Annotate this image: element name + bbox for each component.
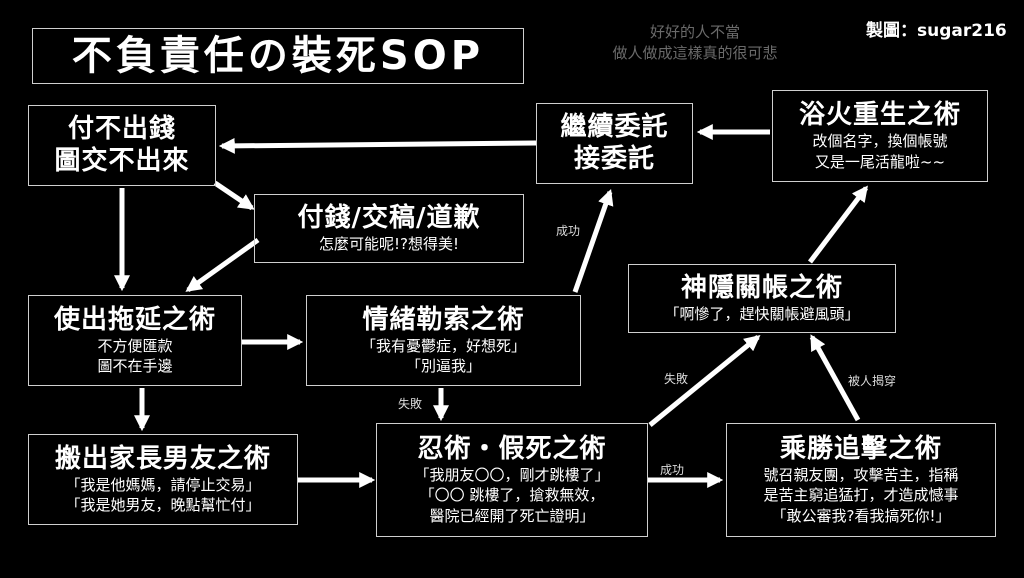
box-continue-title: 繼續委託	[560, 112, 669, 143]
box-delay: 使出拖延之術 不方便匯款 圖不在手邊	[28, 295, 242, 386]
box-continue-title: 接委託	[573, 143, 655, 174]
arrow-apology-to-delay	[185, 237, 260, 293]
box-rebirth-sub: 又是一尾活龍啦~~	[814, 152, 946, 171]
box-continue: 繼續委託 接委託	[536, 103, 693, 184]
box-apology: 付錢/交稿/道歉 怎麼可能呢!?想得美!	[254, 194, 524, 263]
label-success-fakedeath: 成功	[660, 463, 685, 477]
box-fakedeath-title: 忍術・假死之術	[417, 434, 607, 465]
box-chase-title: 乘勝追擊之術	[779, 434, 942, 465]
box-delay-sub: 圖不在手邊	[97, 357, 173, 376]
box-chase-sub: 是苦主窮追猛打，才造成憾事	[763, 486, 959, 505]
box-pay: 付不出錢 圖交不出來	[28, 105, 216, 186]
arrow-chase-to-hide	[809, 334, 861, 422]
box-chase-sub: 號召親友團，攻擊苦主，指稱	[763, 466, 959, 485]
label-success-extort: 成功	[556, 224, 581, 238]
box-delay-title: 使出拖延之術	[53, 304, 216, 335]
label-fail-fakedeath: 失敗	[664, 372, 689, 386]
box-pay-title: 付不出錢	[67, 114, 176, 145]
box-family-sub: 「我是她男友，晚點幫忙付」	[65, 496, 261, 515]
box-hide-sub: 「啊慘了，趕快關帳避風頭」	[664, 304, 860, 323]
credit: 製圖：sugar216	[866, 21, 1007, 41]
arrow-hide-to-rebirth	[808, 185, 868, 264]
box-family-sub: 「我是他媽媽，請停止交易」	[65, 475, 261, 494]
box-extort: 情緒勒索之術 「我有憂鬱症，好想死」 「別逼我」	[306, 295, 581, 386]
arrow-fakedeath-to-hide	[648, 334, 761, 427]
box-rebirth: 浴火重生之術 改個名字，換個帳號 又是一尾活龍啦~~	[772, 90, 988, 182]
watermark: 好好的人不當 做人做成這樣真的很可悲	[580, 22, 810, 64]
box-rebirth-title: 浴火重生之術	[798, 100, 961, 131]
box-fakedeath-sub: 「〇〇 跳樓了，搶救無效，	[419, 486, 605, 505]
box-family: 搬出家長男友之術 「我是他媽媽，請停止交易」 「我是她男友，晚點幫忙付」	[28, 434, 298, 525]
box-chase: 乘勝追擊之術 號召親友團，攻擊苦主，指稱 是苦主窮追猛打，才造成憾事 「敢公審我…	[726, 423, 996, 537]
box-extort-title: 情緒勒索之術	[362, 304, 525, 335]
box-fakedeath: 忍術・假死之術 「我朋友〇〇，剛才跳樓了」 「〇〇 跳樓了，搶救無效， 醫院已經…	[376, 423, 648, 537]
box-family-title: 搬出家長男友之術	[54, 443, 271, 474]
box-delay-sub: 不方便匯款	[97, 336, 173, 355]
box-fakedeath-sub: 醫院已經開了死亡證明」	[429, 506, 595, 525]
arrow-continue-to-pay	[218, 137, 537, 154]
arrow-pay-to-apology	[213, 180, 255, 211]
box-extort-sub: 「別逼我」	[405, 357, 481, 376]
title-box: 不負責任の裝死SOP	[32, 28, 524, 84]
arrow-extort-to-continue	[572, 188, 614, 293]
watermark-line: 做人做成這樣真的很可悲	[612, 44, 778, 62]
box-fakedeath-sub: 「我朋友〇〇，剛才跳樓了」	[414, 466, 610, 485]
watermark-line: 好好的人不當	[649, 23, 740, 41]
label-exposed: 被人揭穿	[848, 374, 897, 388]
box-apology-title: 付錢/交稿/道歉	[297, 202, 481, 233]
box-hide-title: 神隱關帳之術	[680, 272, 843, 303]
box-extort-sub: 「我有憂鬱症，好想死」	[360, 336, 526, 355]
page-title: 不負責任の裝死SOP	[71, 33, 485, 79]
box-apology-sub: 怎麼可能呢!?想得美!	[319, 234, 459, 253]
box-hide: 神隱關帳之術 「啊慘了，趕快關帳避風頭」	[628, 264, 896, 333]
box-rebirth-sub: 改個名字，換個帳號	[812, 132, 948, 151]
box-pay-title: 圖交不出來	[54, 145, 190, 176]
label-fail-extort: 失敗	[398, 397, 423, 411]
box-chase-sub: 「敢公審我?看我搞死你!」	[771, 506, 951, 525]
